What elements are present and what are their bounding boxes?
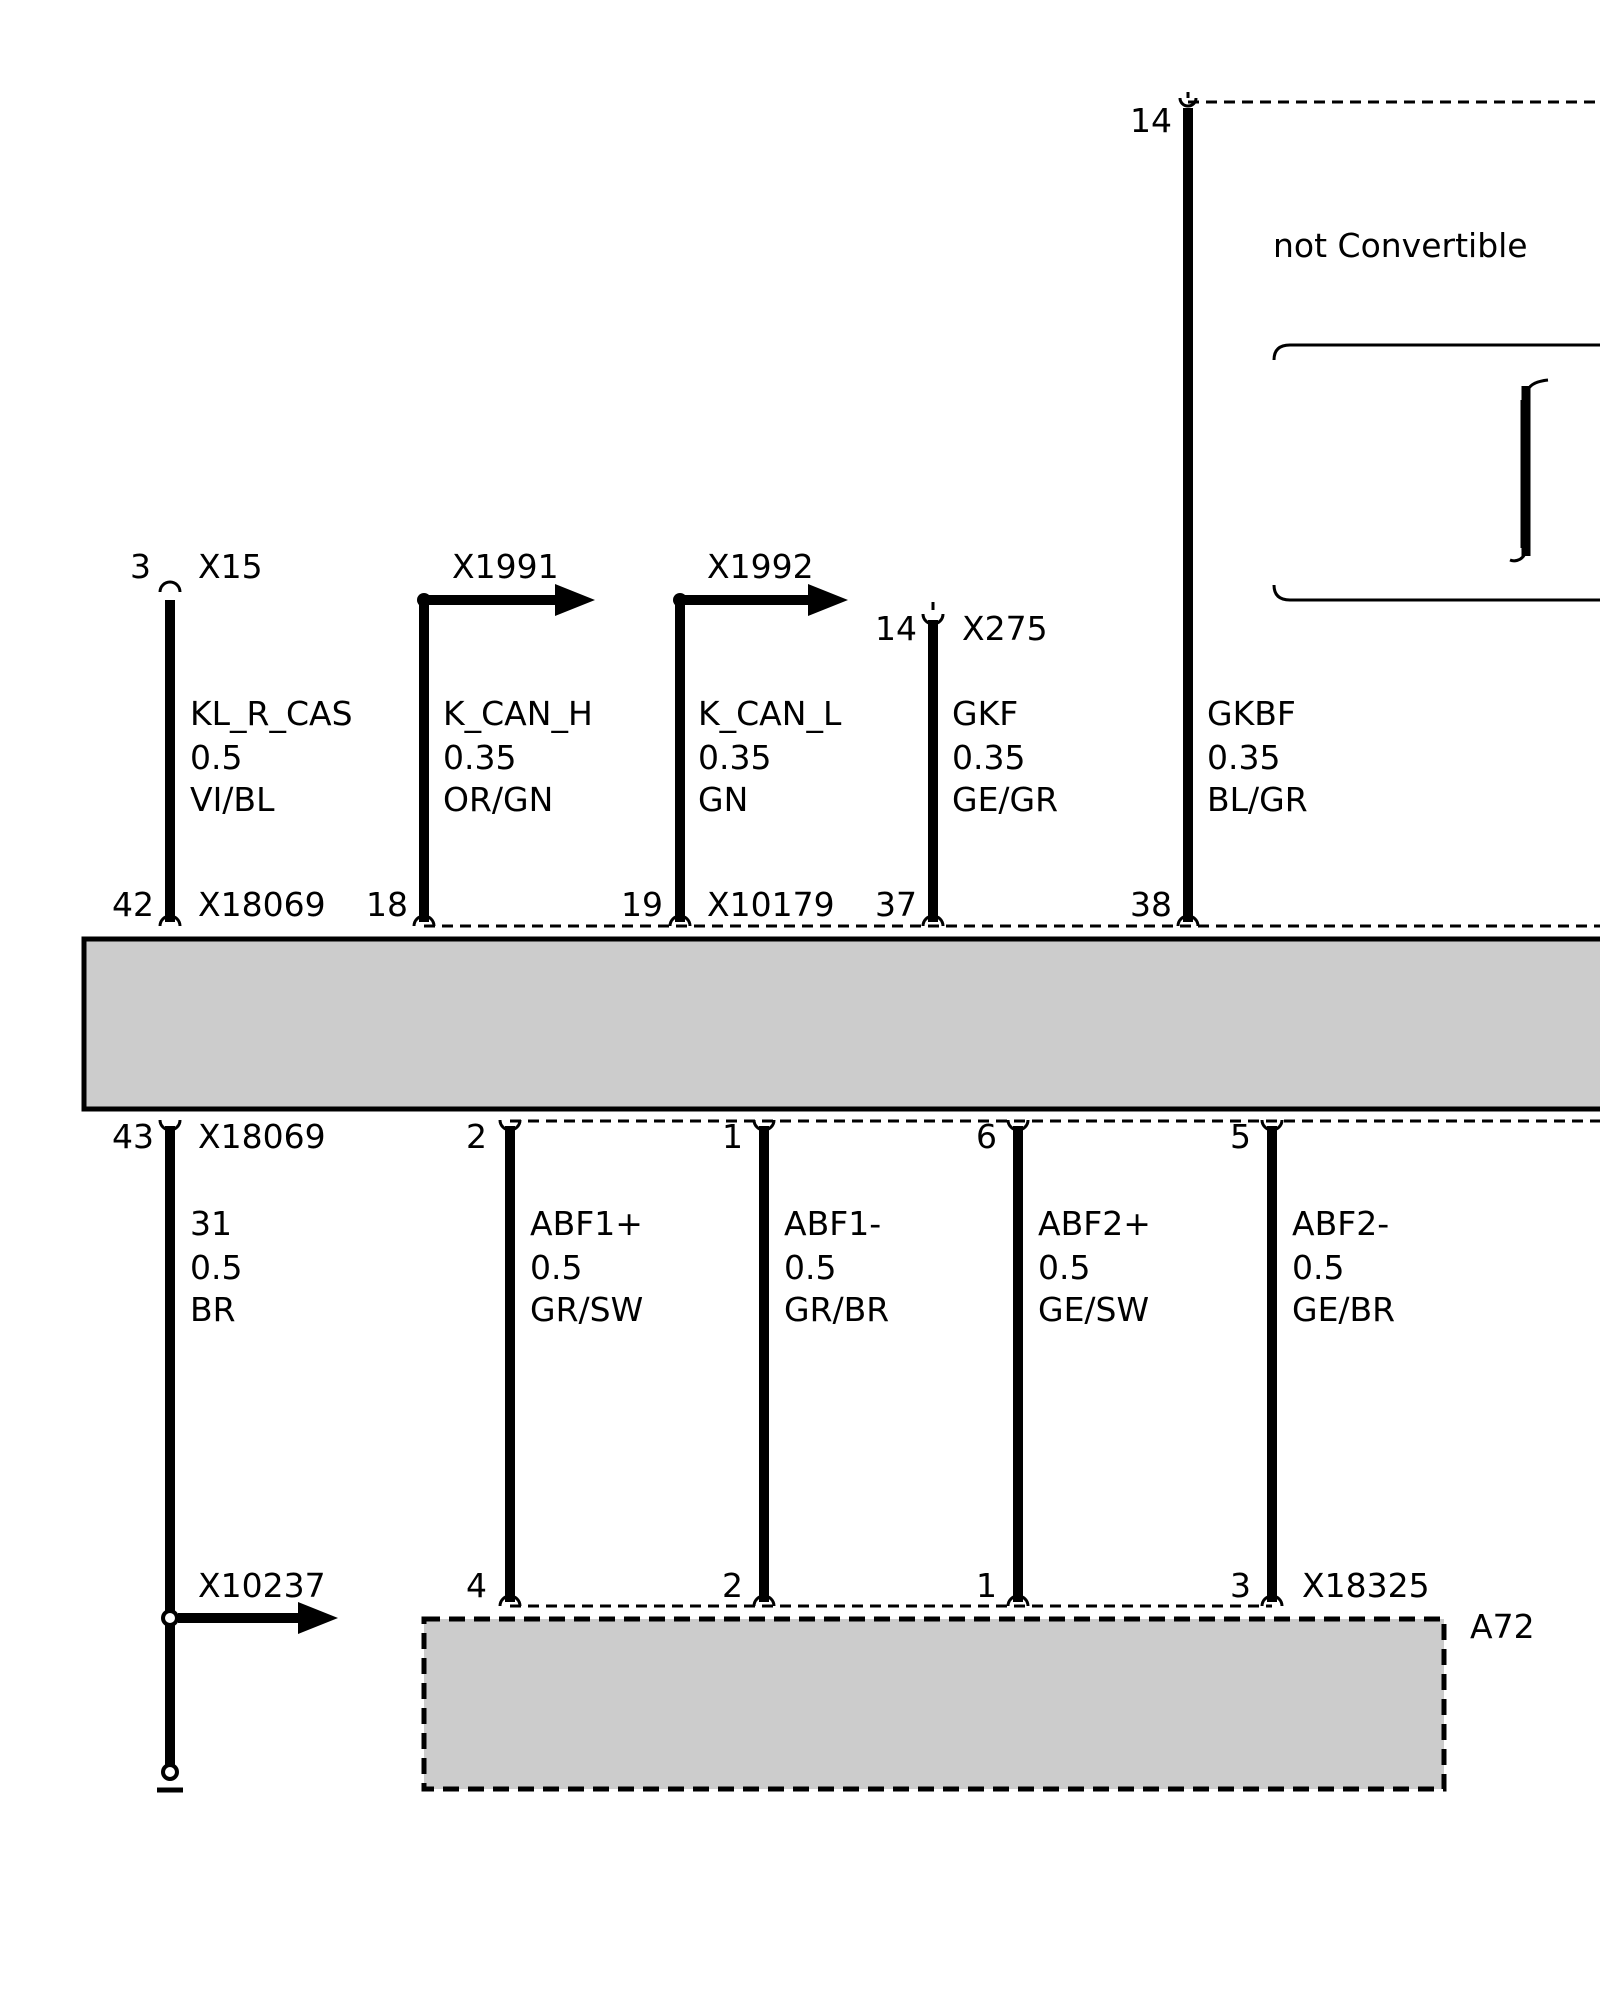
wire-gkbf: GKBF 0.35 BL/GR 38 [1130, 108, 1308, 927]
signal-name: KL_R_CAS [190, 694, 353, 733]
connector-pin-top [1006, 1119, 1030, 1132]
bottom-pin-number: 19 [621, 885, 663, 924]
arrow-right-icon [808, 584, 848, 616]
connector-pin-bottom [921, 914, 945, 927]
signal-name: K_CAN_H [443, 694, 593, 733]
signal-name: ABF2+ [1038, 1204, 1151, 1243]
wire-color: BR [190, 1290, 236, 1329]
top-connector-label: X15 [198, 547, 263, 586]
signal-name: ABF1+ [530, 1204, 643, 1243]
not-convertible-note: not Convertible [1273, 226, 1528, 265]
bottom-pin-number: 1 [976, 1566, 997, 1605]
connector-pin-bottom [1260, 1594, 1284, 1607]
wire-color: GE/SW [1038, 1290, 1149, 1329]
wire-abf1-minus: 1 ABF1- 0.5 GR/BR 2 [722, 1117, 889, 1607]
bottom-connector-label: X10179 [707, 885, 835, 924]
component-a72-label: A72 [1470, 1607, 1535, 1646]
wire-size: 0.35 [1207, 738, 1280, 777]
top-pin-number: 2 [466, 1117, 487, 1156]
wire-size: 0.35 [698, 738, 771, 777]
wire-color: GN [698, 780, 748, 819]
bottom-pin-number: 37 [875, 885, 917, 924]
wire-color: GE/BR [1292, 1290, 1395, 1329]
top-connector-label: X1991 [452, 547, 559, 586]
wire-size: 0.5 [1292, 1248, 1344, 1287]
signal-name: K_CAN_L [698, 694, 842, 733]
connector-pin-bottom [412, 914, 436, 927]
junction-dot [161, 1609, 179, 1627]
connector-pin-bottom [498, 1594, 522, 1607]
top-connector-label: X275 [962, 609, 1048, 648]
arrow-right-icon [555, 584, 595, 616]
wire-size: 0.5 [530, 1248, 582, 1287]
wire-abf1-plus: 2 ABF1+ 0.5 GR/SW 4 [466, 1117, 643, 1607]
top-pin-number: 6 [976, 1117, 997, 1156]
wire-color: GR/SW [530, 1290, 643, 1329]
top-pin-number: 14 [875, 609, 917, 648]
bottom-connector-label: X18325 [1302, 1566, 1430, 1605]
connector-pin-top [752, 1119, 776, 1132]
connector-pin-top [498, 1119, 522, 1132]
wire-kl-r-cas: 3 X15 KL_R_CAS 0.5 VI/BL 42 X18069 [112, 547, 353, 927]
wire-color: GE/GR [952, 780, 1058, 819]
top-right-pin-marker [1178, 97, 1198, 108]
top-pin-number: 5 [1230, 1117, 1251, 1156]
wire-abf2-minus: 5 ABF2- 0.5 GE/BR 3 X18325 [1230, 1117, 1430, 1607]
branch-connector-label: X10237 [198, 1566, 326, 1605]
bottom-connector-label: X18069 [198, 885, 326, 924]
option-bracket-frame [1272, 343, 1600, 602]
connector-pin-bottom [1006, 1594, 1030, 1607]
top-connector-label: X18069 [198, 1117, 326, 1156]
wire-size: 0.5 [190, 738, 242, 777]
top-pin-number: 3 [130, 547, 151, 586]
wire-color: BL/GR [1207, 780, 1308, 819]
connector-pin-top [1260, 1119, 1284, 1132]
bottom-pin-number: 3 [1230, 1566, 1251, 1605]
bottom-pin-number: 38 [1130, 885, 1172, 924]
wire-ground-31: 43 X18069 31 0.5 BR X10237 [112, 1117, 338, 1793]
wire-size: 0.5 [784, 1248, 836, 1287]
top-connector-label: X1992 [707, 547, 814, 586]
top-pin-number: 43 [112, 1117, 154, 1156]
wire-size: 0.5 [1038, 1248, 1090, 1287]
bottom-pin-number: 18 [366, 885, 408, 924]
wire-k-can-h: X1991 K_CAN_H 0.35 OR/GN 18 [366, 547, 595, 927]
connector-pin-bottom [668, 914, 692, 927]
wire-abf2-plus: 6 ABF2+ 0.5 GE/SW 1 [976, 1117, 1151, 1607]
component-a72-box [421, 1616, 1447, 1792]
wire-color: OR/GN [443, 780, 553, 819]
wire-color: VI/BL [190, 780, 275, 819]
signal-name: 31 [190, 1204, 232, 1243]
connector-pin-top [158, 1119, 182, 1132]
wire-k-can-l: X1992 K_CAN_L 0.35 GN 19 X10179 [621, 547, 848, 927]
bottom-pin-number: 42 [112, 885, 154, 924]
signal-name: ABF1- [784, 1204, 881, 1243]
wire-size: 0.5 [190, 1248, 242, 1287]
connector-pin-top [921, 613, 945, 626]
ground-terminal-dot [161, 1763, 179, 1781]
bottom-pin-number: 4 [466, 1566, 487, 1605]
signal-name: GKF [952, 694, 1018, 733]
bottom-pin-number: 2 [722, 1566, 743, 1605]
top-right-pin-number: 14 [1130, 101, 1172, 140]
connector-pin-bottom [1176, 914, 1200, 927]
wire-size: 0.35 [443, 738, 516, 777]
arrow-right-icon [298, 1602, 338, 1634]
signal-name: ABF2- [1292, 1204, 1389, 1243]
control-unit-box [81, 936, 1600, 1112]
connector-pin-top [158, 580, 182, 593]
signal-name: GKBF [1207, 694, 1296, 733]
wire-gkf: 14 X275 GKF 0.35 GE/GR 37 [875, 602, 1058, 927]
connector-pin-bottom [158, 914, 182, 927]
wire-size: 0.35 [952, 738, 1025, 777]
connector-pin-bottom [752, 1594, 776, 1607]
top-pin-number: 1 [722, 1117, 743, 1156]
wire-color: GR/BR [784, 1290, 889, 1329]
